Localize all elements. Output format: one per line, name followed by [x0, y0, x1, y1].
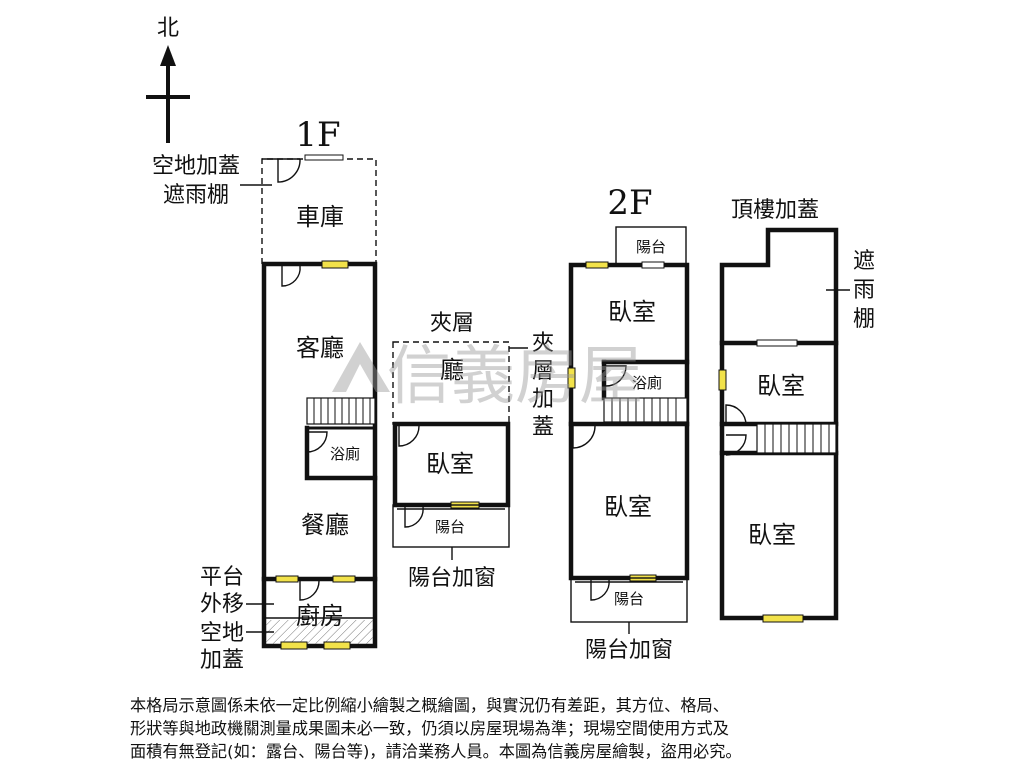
stairs-roof	[756, 423, 837, 454]
annot-mezz-addon-3: 加	[532, 387, 554, 412]
room-living: 客廳	[296, 334, 344, 362]
floor-plan: 北 1F 車庫 客廳 浴廁 餐廳 廚房 空地加蓋 遮雨棚 平台	[146, 16, 875, 673]
room-mezz-hall: 廳	[440, 356, 464, 384]
door-kitchen	[299, 580, 320, 601]
room-f2-bed2: 臥室	[604, 493, 652, 521]
disclaimer: 本格局示意圖係未依一定比例縮小繪製之概繪圖，與實況仍有差距，其方位、格局、 形狀…	[130, 694, 1010, 763]
door-mezz-bed	[398, 425, 420, 447]
window-2f-north	[585, 261, 609, 269]
bath-1f-wall	[304, 425, 378, 481]
room-dining: 餐廳	[301, 511, 349, 539]
window-1f-kitchen-a	[275, 575, 299, 583]
annot-mezz-addon-4: 蓋	[532, 415, 554, 440]
door-f2-bath	[605, 365, 627, 387]
roof-outline	[719, 227, 839, 621]
watermark-brand: 信義房屋	[387, 340, 643, 414]
window-1f-south-b	[323, 641, 351, 650]
annot-roof-shelter-3: 棚	[853, 307, 875, 332]
house-1f-outline	[261, 261, 378, 649]
room-f2-balcony-bottom: 陽台	[614, 590, 644, 608]
room-roof-bed1: 臥室	[757, 372, 805, 400]
room-f2-bath: 浴廁	[632, 374, 662, 392]
room-kitchen: 廚房	[296, 602, 344, 630]
annot-mezz-addon: 夾 層 加 蓋	[532, 331, 554, 440]
window-1f-north	[321, 260, 349, 269]
stairs-1f	[306, 397, 376, 425]
garage-outline	[261, 154, 377, 264]
room-mezz-bed: 臥室	[426, 450, 474, 478]
door-bath-1f	[306, 431, 328, 453]
disclaimer-line-1: 本格局示意圖係未依一定比例縮小繪製之概繪圖，與實況仍有差距，其方位、格局、	[130, 696, 729, 715]
room-bath-1f: 浴廁	[330, 445, 360, 463]
north-arrow-icon	[146, 45, 190, 143]
disclaimer-line-2: 形狀等與地政機關測量成果圖未必一致，仍須以房屋現場為準；現場空間使用方式及	[130, 719, 729, 738]
annot-roof-shelter-1: 遮	[853, 249, 875, 274]
yard-cover-hatch	[266, 620, 373, 644]
room-f2-bed1: 臥室	[608, 298, 656, 326]
annot-covered: 加蓋	[200, 648, 244, 673]
annot-f2-balcony-window: 陽台加窗	[585, 638, 673, 663]
door-f2-balcony-bottom	[590, 579, 610, 601]
door-1f-entry	[281, 265, 301, 287]
room-roof-bed2: 臥室	[748, 521, 796, 549]
watermark-logo	[332, 342, 390, 392]
mezz-title: 夾層	[430, 311, 474, 336]
mezz-balcony-outline	[392, 504, 510, 548]
annot-mezz-balcony-window: 陽台加窗	[408, 566, 496, 591]
disclaimer-line-3: 面積有無登記(如：露台、陽台等)，請洽業務人員。本圖為信義房屋繪製，盜用必究。	[130, 742, 742, 761]
annot-platform: 平台	[200, 565, 244, 590]
annot-moved-out: 外移	[200, 592, 244, 617]
annot-roof-shelter: 遮 雨 棚	[853, 249, 875, 332]
watermark: 信義房屋	[332, 340, 643, 414]
window-1f-south-a	[280, 641, 308, 650]
door-f2-bed2	[572, 425, 596, 449]
window-roof-south	[762, 614, 804, 623]
room-f2-balcony-top: 陽台	[636, 238, 666, 256]
floor-roof-title: 頂樓加蓋	[731, 198, 819, 223]
annot-roof-shelter-2: 雨	[853, 278, 875, 303]
floor-2f-title: 2F	[607, 183, 652, 223]
annot-rain-shelter: 遮雨棚	[163, 183, 229, 208]
window-1f-kitchen-b	[332, 575, 356, 583]
annot-mezz-addon-1: 夾	[532, 331, 554, 356]
annot-mezz-addon-2: 層	[532, 359, 554, 384]
room-mezz-balcony: 陽台	[435, 518, 465, 536]
door-2f-balcony	[641, 261, 665, 269]
window-roof-west	[718, 369, 727, 391]
roof-sliding-door	[756, 339, 798, 347]
annot-yard-cover: 空地加蓋	[152, 154, 240, 179]
door-mezz-balcony	[404, 506, 424, 528]
annot-yard: 空地	[200, 621, 244, 646]
window-2f-west	[567, 367, 576, 389]
door-roof-1	[725, 404, 747, 426]
room-garage: 車庫	[296, 203, 344, 231]
floor-1f-title: 1F	[295, 115, 340, 155]
door-roof-2	[725, 434, 747, 456]
north-label: 北	[157, 16, 179, 41]
stairs-2f	[603, 397, 688, 423]
